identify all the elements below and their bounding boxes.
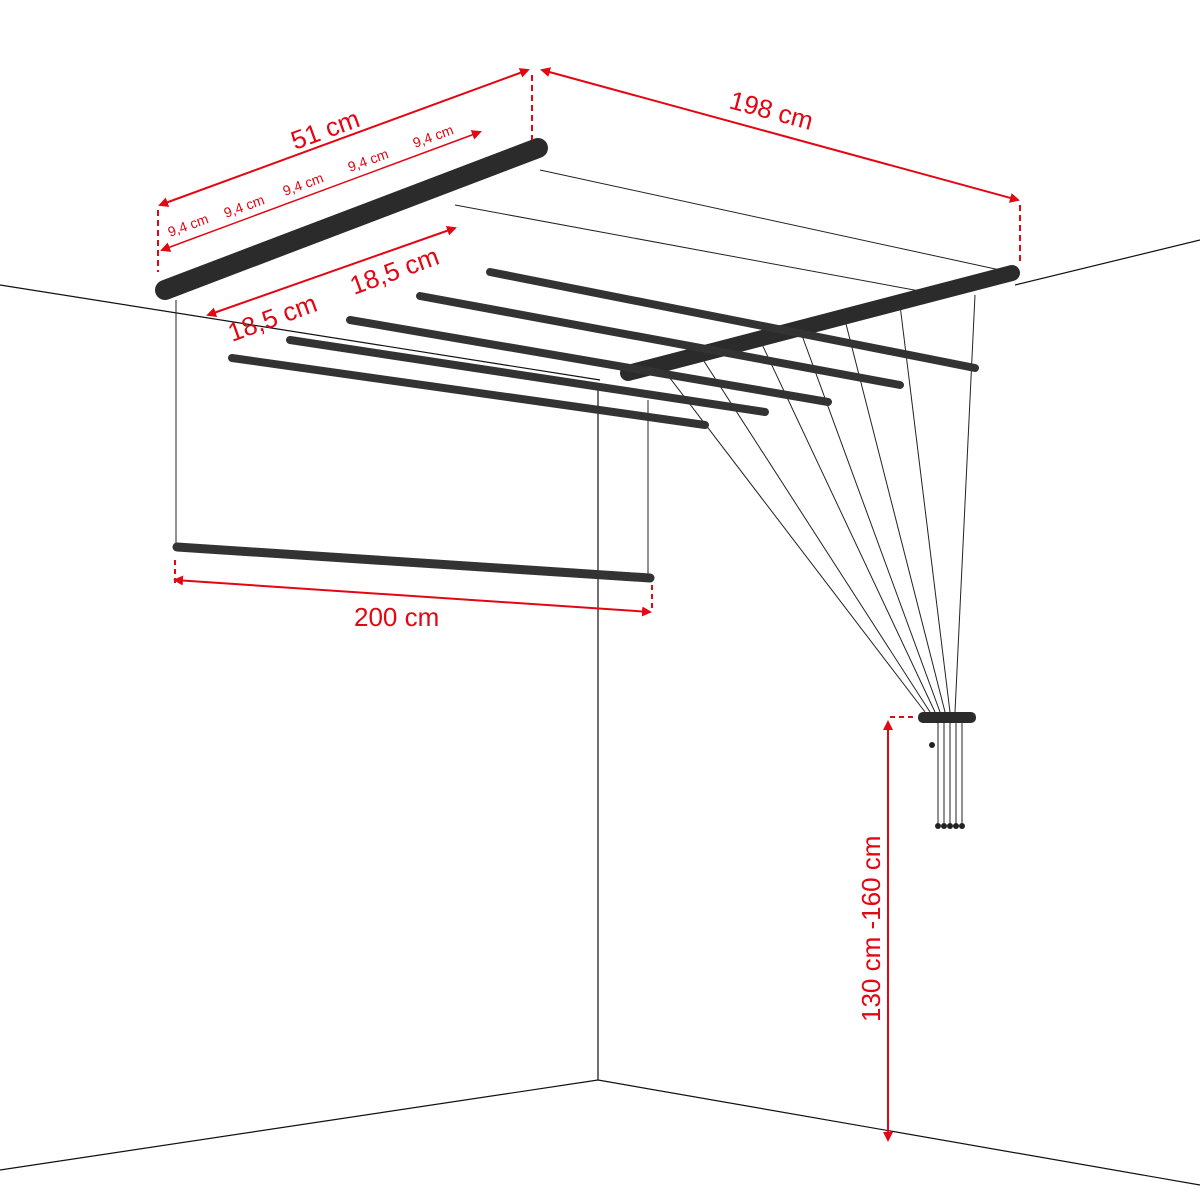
rod-spacing-label-3: 9,4 cm bbox=[281, 169, 326, 198]
rack-length-label: 198 cm bbox=[726, 85, 816, 136]
drying-rod bbox=[346, 316, 832, 406]
rod-spacing-label-5: 9,4 cm bbox=[411, 121, 456, 150]
cords bbox=[175, 169, 1001, 825]
drying-rod bbox=[486, 268, 979, 372]
drying-rod bbox=[286, 336, 769, 416]
room-edges bbox=[0, 239, 1200, 1186]
cord-cleat bbox=[918, 712, 976, 723]
left-floor-edge bbox=[0, 1079, 599, 1171]
dryer-rack bbox=[155, 138, 1020, 829]
left-ceiling-edge bbox=[0, 284, 601, 381]
right-ceiling-edge bbox=[1014, 239, 1200, 286]
rod-spacing-label-4: 9,4 cm bbox=[346, 145, 391, 174]
drying-rod bbox=[228, 354, 709, 429]
lowered-drying-rod bbox=[172, 542, 655, 583]
rod-spacing-label-2: 9,4 cm bbox=[222, 191, 267, 220]
right-floor-edge bbox=[597, 1079, 1200, 1186]
dimension-lines bbox=[157, 67, 1021, 1142]
right-ceiling-bracket bbox=[620, 265, 1020, 381]
cleat-height-label: 130 cm -160 cm bbox=[856, 836, 886, 1022]
rod-length-label: 200 cm bbox=[354, 602, 439, 632]
drying-rod bbox=[416, 292, 904, 389]
rod-spacing-label-1: 9,4 cm bbox=[166, 210, 211, 239]
rack-width-label: 51 cm bbox=[287, 103, 364, 155]
